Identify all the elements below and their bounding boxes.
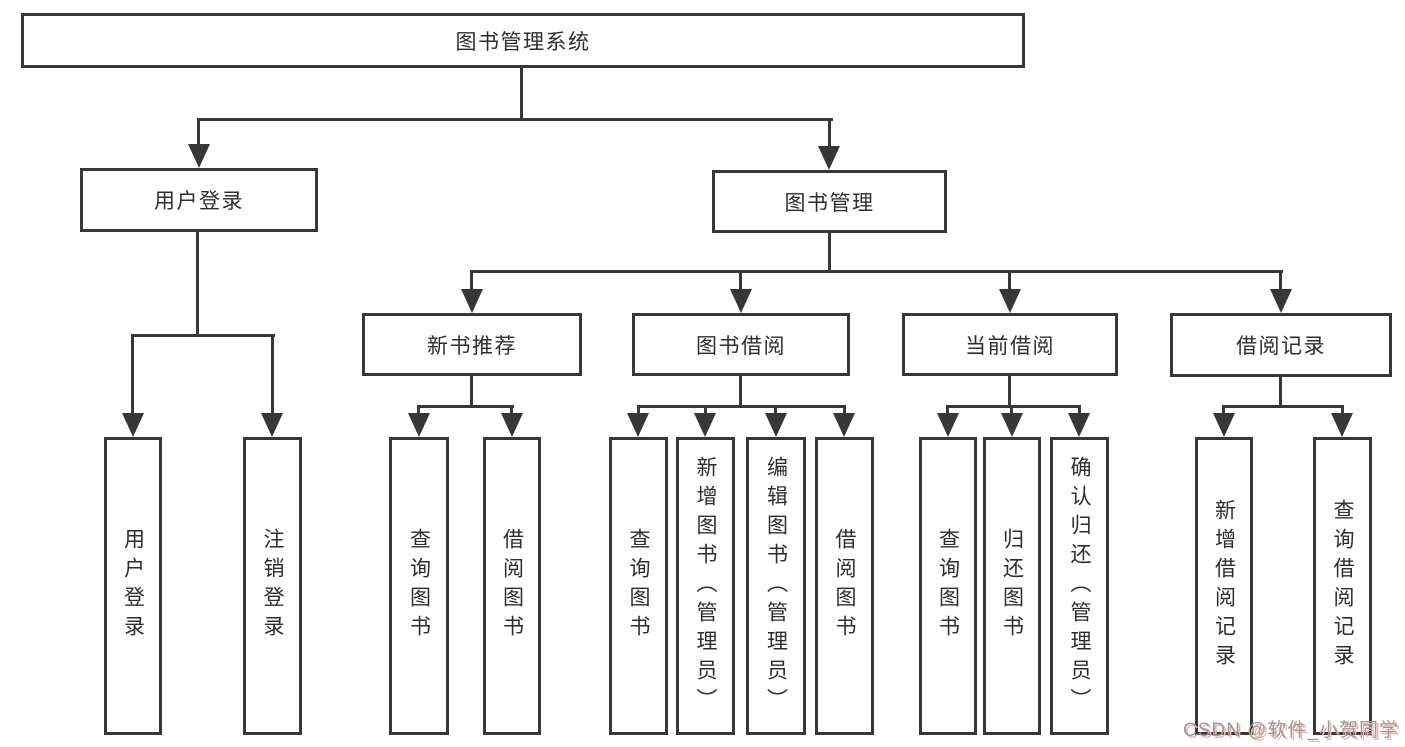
leaf-confirm-return-admin: 确认归还（管理员） [1050,437,1109,735]
leaf-query-books-current: 查询图书 [919,437,977,735]
arrow-down-icon [122,413,144,437]
connector-line [1279,270,1282,292]
node-label: 图书借阅 [696,334,786,358]
connector-line [828,118,831,150]
arrow-down-icon [818,146,840,170]
connector-line [946,405,949,416]
leaf-query-books-recommend: 查询图书 [389,437,449,735]
connector-line [131,334,134,416]
arrow-down-icon [937,413,959,437]
arrow-down-icon [694,413,716,437]
connector-line [1279,376,1282,407]
arrow-down-icon [408,413,430,437]
connector-line [1008,376,1011,407]
leaf-borrow-books-borrowing: 借阅图书 [815,437,874,735]
connector-line [1341,405,1344,416]
arrow-down-icon [188,144,210,168]
node-label: 用户登录 [121,528,145,644]
node-label: 图书管理 [784,191,875,215]
leaf-borrow-books-recommend: 借阅图书 [483,437,541,735]
connector-line [1222,405,1225,416]
node-label: 新增图书（管理员） [694,455,717,717]
connector-line [1078,405,1081,416]
arrow-down-icon [261,413,283,437]
connector-line [704,405,707,416]
node-label: 查询图书 [407,528,431,644]
leaf-add-book-admin: 新增图书（管理员） [676,437,735,735]
connector-line [470,270,473,292]
node-label: 查询借阅记录 [1331,499,1354,673]
node-book-management: 图书管理 [712,170,947,233]
connector-line [739,270,742,292]
connector-line [417,405,420,416]
connector-line [1010,405,1013,416]
connector-line [197,118,200,148]
connector-line [470,376,473,407]
node-label: 确认归还（管理员） [1068,455,1091,717]
node-label: 借阅图书 [833,528,856,644]
connector-line [1008,270,1011,292]
node-label: 归还图书 [1000,528,1024,644]
arrow-down-icon [1068,413,1090,437]
arrow-down-icon [1270,289,1292,313]
leaf-query-books-borrowing: 查询图书 [609,437,668,735]
node-library-system: 图书管理系统 [21,13,1025,68]
arrow-down-icon [1331,413,1353,437]
node-label: 借阅图书 [500,528,524,644]
connector-line [843,405,846,416]
node-current-borrowing: 当前借阅 [902,313,1118,376]
connector-line [131,334,275,337]
connector-line [946,405,1081,408]
connector-line [1222,405,1344,408]
node-user-login: 用户登录 [80,168,318,232]
leaf-return-books: 归还图书 [983,437,1041,735]
node-label: 图书管理系统 [455,30,591,54]
connector-line [774,405,777,416]
node-book-borrowing: 图书借阅 [632,313,850,376]
arrow-down-icon [730,289,752,313]
leaf-user-login: 用户登录 [104,437,162,735]
connector-line [196,232,199,336]
arrow-down-icon [1001,413,1023,437]
node-label: 查询图书 [627,528,650,644]
connector-line [510,405,513,416]
node-new-book-recommend: 新书推荐 [362,313,582,376]
connector-line [520,67,523,121]
node-label: 注销登录 [261,528,284,644]
leaf-add-borrow-record: 新增借阅记录 [1195,437,1253,735]
connector-line [739,376,742,407]
connector-line [637,405,640,416]
arrow-down-icon [765,413,787,437]
leaf-query-borrow-record: 查询借阅记录 [1313,437,1372,735]
node-label: 新增借阅记录 [1212,499,1236,673]
arrow-down-icon [461,289,483,313]
connector-line [197,118,833,121]
arrow-down-icon [833,413,855,437]
node-borrowing-records: 借阅记录 [1170,313,1392,377]
connector-line [271,334,274,416]
leaf-edit-book-admin: 编辑图书（管理员） [746,437,806,735]
node-label: 借阅记录 [1236,335,1326,358]
connector-line [417,405,514,408]
arrow-down-icon [627,413,649,437]
node-label: 当前借阅 [965,334,1055,358]
connector-line [828,233,831,273]
connector-line [637,405,846,408]
arrow-down-icon [1213,413,1235,437]
node-label: 用户登录 [154,190,244,213]
node-label: 编辑图书（管理员） [764,455,788,717]
leaf-logout: 注销登录 [243,437,302,735]
connector-line [470,270,1283,273]
node-label: 新书推荐 [427,334,517,358]
arrow-down-icon [501,413,523,437]
node-label: 查询图书 [936,528,960,644]
arrow-down-icon [999,289,1021,313]
watermark: CSDN @软件_小贺同学 [1183,720,1399,741]
